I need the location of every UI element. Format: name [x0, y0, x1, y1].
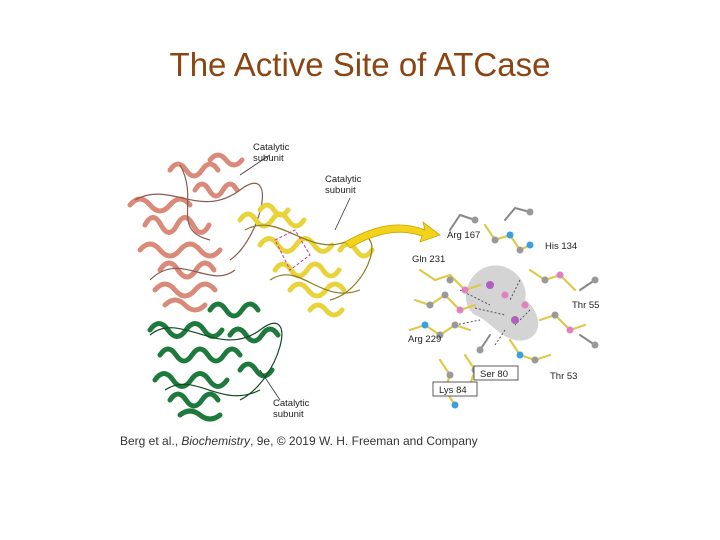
residue-lys84: Lys 84 — [439, 385, 467, 396]
subunit-label-top: Catalytic — [253, 142, 290, 153]
residue-gln231: Gln 231 — [412, 254, 445, 265]
credit-book: Biochemistry — [181, 434, 251, 448]
catalytic-subunit-salmon — [127, 152, 245, 313]
residue-arg229: Arg 229 — [408, 334, 441, 345]
subunit-label-middle-line2: subunit — [325, 185, 356, 196]
credit-edition: , 9e, © 2019 W. H. Freeman and Company — [250, 434, 478, 448]
subunit-label-bottom: Catalytic — [273, 398, 310, 409]
subunit-label-bottom-line2: subunit — [273, 409, 304, 420]
active-site-detail: Arg 167 His 134 Gln 231 Thr 55 Arg 229 T… — [408, 206, 599, 409]
zoom-arrow — [344, 220, 441, 249]
figure-credit: Berg et al., Biochemistry, 9e, © 2019 W.… — [120, 434, 478, 448]
subunit-label-middle: Catalytic — [325, 174, 362, 185]
catalytic-subunit-yellow — [237, 202, 375, 318]
subunit-label-top-line2: subunit — [253, 153, 284, 164]
catalytic-subunit-green — [147, 301, 281, 422]
credit-authors: Berg et al., — [120, 434, 179, 448]
residue-ser80: Ser 80 — [480, 369, 508, 380]
residue-his134: His 134 — [545, 241, 577, 252]
slide-title: The Active Site of ATCase — [169, 46, 551, 83]
residue-thr53: Thr 53 — [550, 371, 577, 382]
atcase-active-site-figure: Catalytic subunit Catalytic subunit Cata… — [127, 142, 599, 422]
residue-thr55: Thr 55 — [572, 300, 599, 311]
residue-arg167: Arg 167 — [447, 230, 480, 241]
